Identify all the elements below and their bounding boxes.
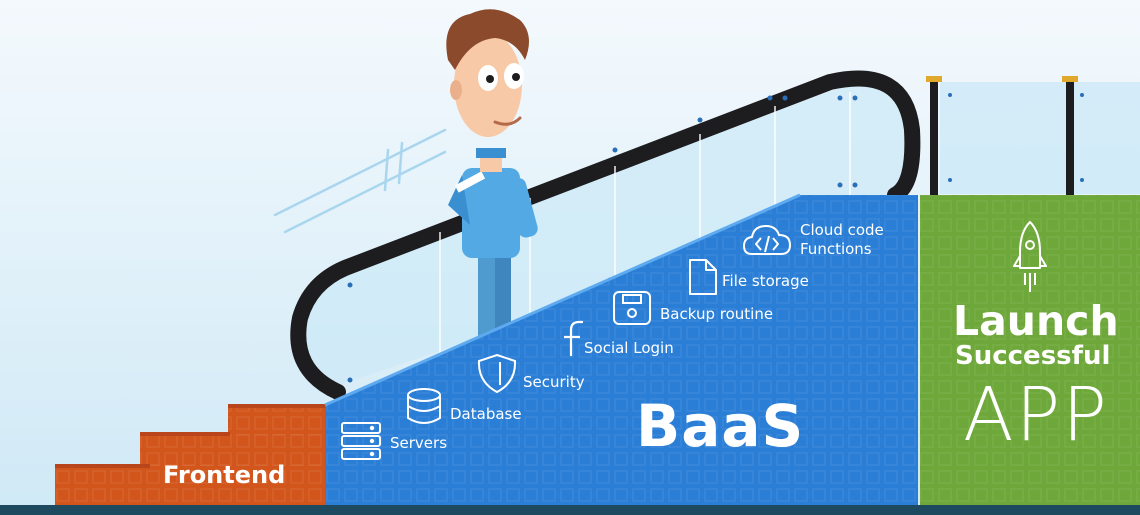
baas-block (324, 193, 918, 505)
feature-backup-label: Backup routine (660, 305, 774, 323)
escalator-handrail (290, 70, 921, 400)
frontend-label: Frontend (163, 461, 286, 489)
database-icon (407, 388, 441, 424)
feature-file-storage-label: File storage (722, 272, 809, 290)
rocket-icon (1013, 221, 1047, 292)
feature-social-login-label: Social Login (584, 339, 674, 357)
file-icon (689, 259, 717, 295)
launch-label-line1: Launch (953, 297, 1119, 345)
glass-bolts (347, 95, 858, 383)
glass-balustrade (926, 76, 1140, 196)
facebook-icon (564, 320, 583, 356)
launch-label-line3: APP (963, 372, 1109, 458)
cloud-code-icon (743, 225, 791, 255)
floppy-disk-icon (613, 291, 651, 325)
launch-block (920, 195, 1140, 505)
server-icon (341, 422, 381, 460)
bottom-bar (0, 505, 1140, 515)
character (446, 9, 538, 340)
feature-functions-label: Functions (800, 240, 872, 258)
shield-icon (477, 353, 517, 394)
feature-database-label: Database (450, 405, 522, 423)
feature-security-label: Security (523, 373, 585, 391)
baas-label: BaaS (636, 392, 805, 460)
feature-cloud-code-label: Cloud code (800, 221, 884, 239)
escalator-glass (300, 79, 905, 392)
frontend-steps (55, 404, 325, 505)
motion-lines (273, 128, 447, 234)
launch-label-line2: Successful (955, 341, 1111, 371)
feature-servers-label: Servers (390, 434, 448, 452)
